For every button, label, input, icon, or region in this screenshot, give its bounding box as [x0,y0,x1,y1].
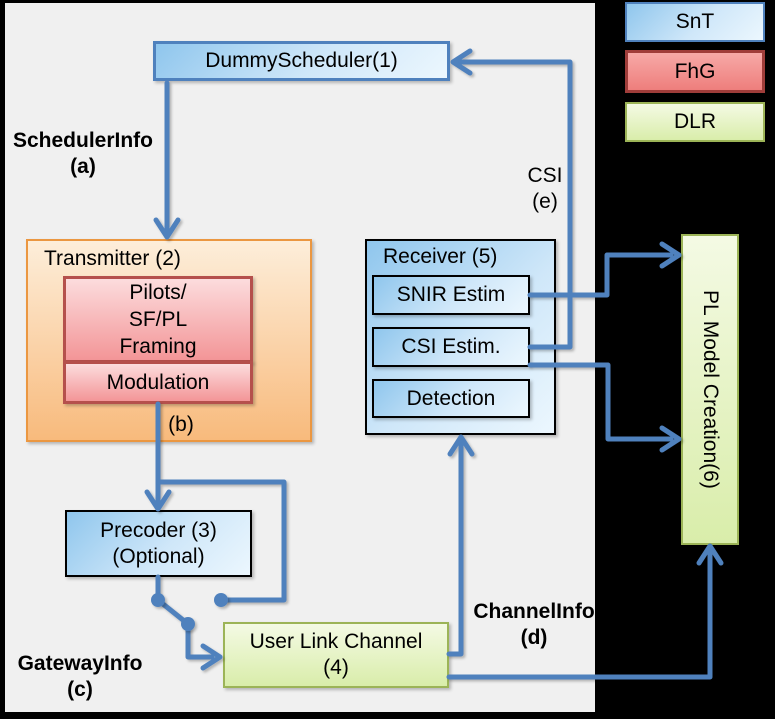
precoder-line1: Precoder (3) [100,518,217,542]
dummy-scheduler-label: DummyScheduler(1) [205,49,398,72]
b-label: (b) [168,412,194,438]
legend-snt: SnT [625,2,765,42]
pl-model-creation-label: PL Model Creation(6) [699,290,722,489]
pilots-framing-line2: SF/PL [128,308,188,331]
user-link-channel-line2: (4) [323,656,349,679]
channel-info-line1: ChannelInfo [473,600,595,623]
scheduler-info-line1: SchedulerInfo [12,129,154,152]
legend-dlr: DLR [625,102,765,142]
channel-info-label: ChannelInfo (d) [473,599,594,651]
scheduler-info-label: SchedulerInfo (a) [13,128,153,180]
arrowhead-plmodel-mid [659,425,682,453]
scheduler-info-line2: (a) [70,155,96,178]
gateway-info-label: GatewayInfo (c) [18,651,143,703]
user-link-channel-line1: User Link Channel [249,630,423,653]
b-line1: (b) [168,413,194,436]
legend-snt-label: SnT [675,10,715,33]
arrowhead-plmodel-bottom [696,543,724,566]
precoder-box: Precoder (3) (Optional) [65,510,252,577]
gateway-info-line1: GatewayInfo [17,652,143,675]
csi-estim-box: CSI Estim. [372,327,530,367]
legend-fhg: FhG [625,50,765,93]
pilots-framing-line3: Framing [119,335,197,358]
receiver-label: Receiver (5) [383,245,498,268]
detection-box: Detection [372,379,530,418]
user-link-channel-box: User Link Channel (4) [223,622,449,688]
precoder-line2: (Optional) [112,544,205,568]
modulation-box: Modulation [63,361,253,404]
pl-model-creation-box: PL Model Creation(6) [681,234,739,545]
detection-label: Detection [406,386,496,410]
csi-label: CSI (e) [527,163,562,215]
csi-line2: (e) [532,190,558,213]
gateway-info-line2: (c) [67,678,93,701]
csi-estim-label: CSI Estim. [401,335,501,358]
snir-estim-label: SNIR Estim [396,283,506,306]
csi-line1: CSI [527,164,563,187]
modulation-label: Modulation [106,370,210,394]
transmitter-label: Transmitter (2) [44,247,181,270]
channel-info-line2: (d) [520,626,548,649]
pilots-framing-box: Pilots/ SF/PL Framing [63,276,253,363]
pilots-framing-line1: Pilots/ [129,281,187,304]
legend-dlr-label: DLR [673,110,716,133]
legend-fhg-label: FhG [674,59,716,83]
dummy-scheduler-box: DummyScheduler(1) [153,41,450,81]
snir-estim-box: SNIR Estim [372,275,530,315]
arrowhead-plmodel-top [659,241,682,269]
